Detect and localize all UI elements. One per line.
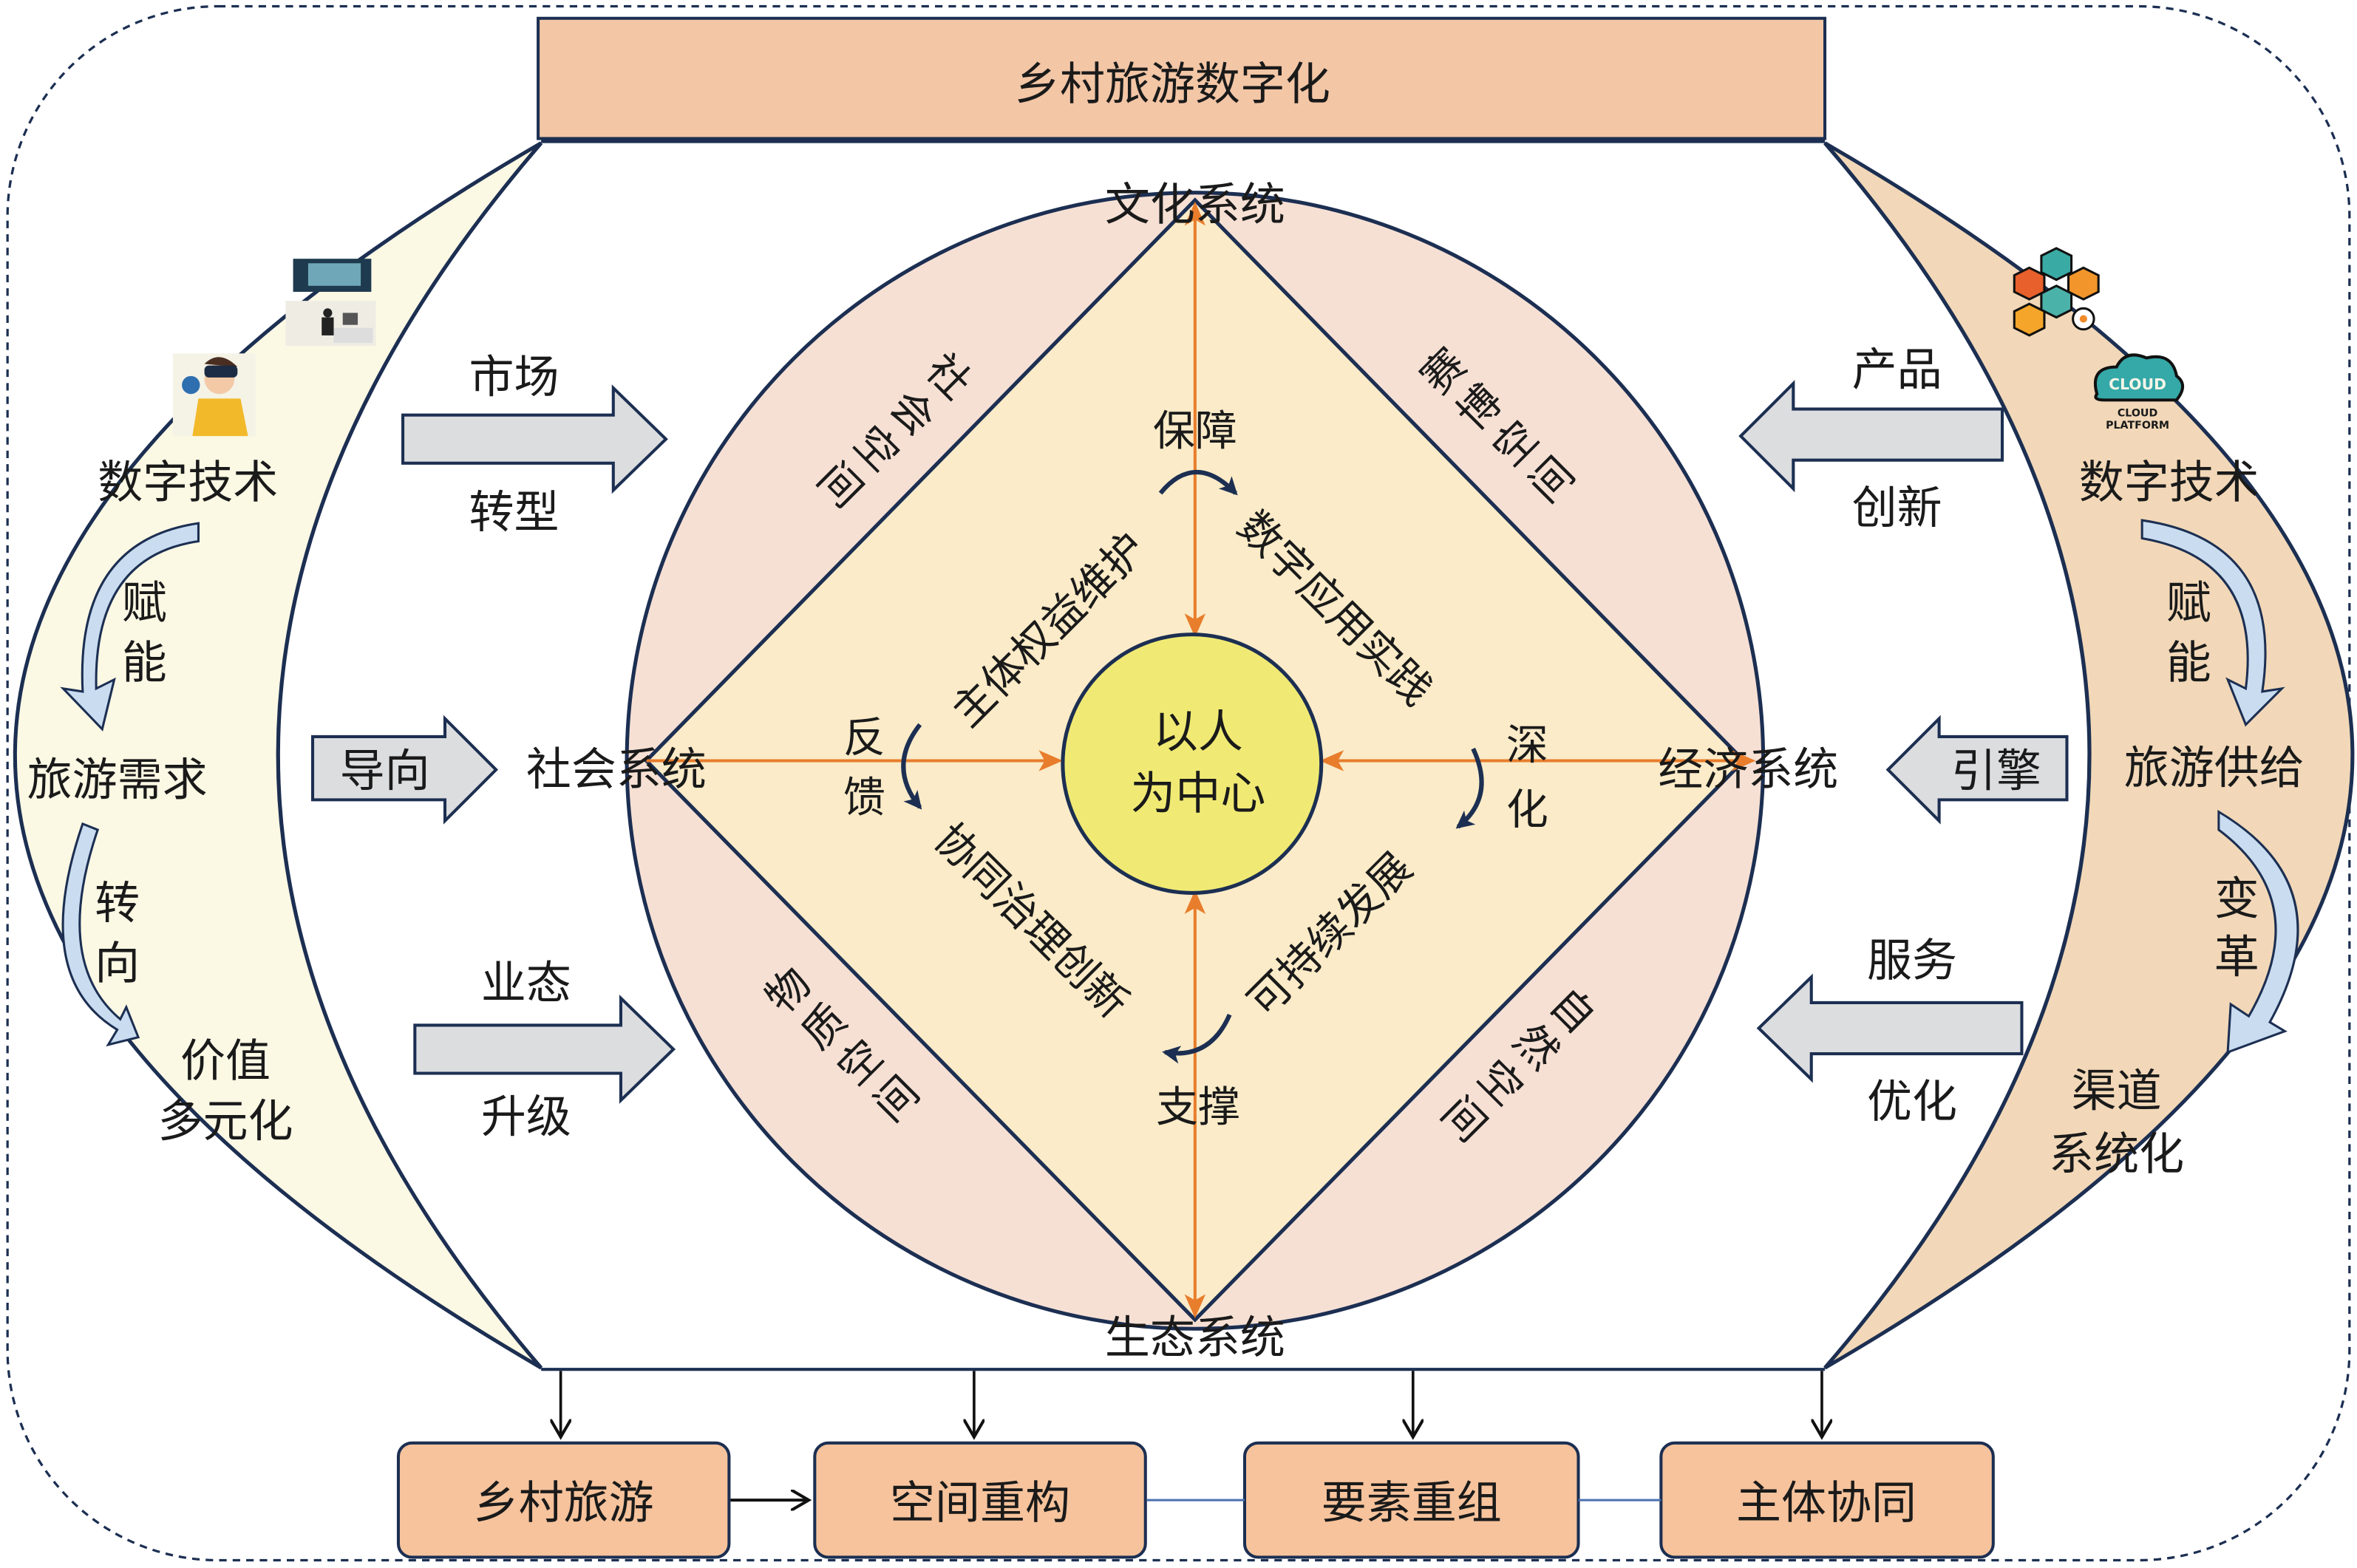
left-value-2: 多元化 <box>158 1095 293 1148</box>
left-empower-2: 能 <box>122 637 167 689</box>
label-innovation: 创新 <box>1852 482 1942 534</box>
output-label: 空间重构 <box>890 1477 1070 1530</box>
label-feedback-2: 馈 <box>843 774 885 822</box>
curved-arrow-empower-left <box>60 522 200 732</box>
right-supply: 旅游供给 <box>2124 742 2305 794</box>
cycle-arrow-top <box>1158 469 1238 496</box>
curved-arrow-empower-right <box>2140 519 2285 727</box>
center-text-2: 为中心 <box>1130 768 1265 820</box>
title-box: 乡村旅游数字化 <box>537 16 1827 140</box>
left-value-1: 价值 <box>180 1035 271 1088</box>
label-format: 业态 <box>481 957 571 1009</box>
label-upgrade: 升级 <box>481 1091 571 1143</box>
cloud-caption-1: CLOUD <box>2118 408 2158 420</box>
label-optimize: 优化 <box>1867 1075 1957 1128</box>
left-demand: 旅游需求 <box>27 754 208 806</box>
vr-tourist-icon <box>172 353 256 437</box>
label-support: 支撑 <box>1156 1083 1240 1132</box>
right-change-1: 变 <box>2214 873 2259 925</box>
left-crescent <box>13 141 543 1370</box>
right-channel-2: 系统化 <box>2049 1128 2184 1181</box>
output-box-factor-reorganization: 要素重组 <box>1242 1441 1580 1559</box>
right-change-2: 革 <box>2214 931 2259 984</box>
label-product: 产品 <box>1852 344 1942 396</box>
cycle-arrow-left <box>901 723 922 810</box>
left-turn-1: 转 <box>95 877 140 930</box>
cycle-arrow-right <box>1455 747 1484 829</box>
left-empower-1: 赋 <box>122 576 167 629</box>
system-culture: 文化系统 <box>1105 178 1285 231</box>
left-turn-2: 向 <box>95 937 140 989</box>
hex-network-icon <box>2013 247 2100 337</box>
left-tech: 数字技术 <box>98 457 278 509</box>
cloud-platform-icon: CLOUD CLOUD PLATFORM <box>2093 353 2185 432</box>
label-market: 市场 <box>469 351 560 403</box>
office-screen-icon <box>285 259 376 347</box>
arrow-format <box>413 995 676 1104</box>
right-empower-1: 赋 <box>2166 576 2211 629</box>
title: 乡村旅游数字化 <box>1015 58 1330 111</box>
arrow-guide: 导向 <box>310 715 499 825</box>
right-tech: 数字技术 <box>2079 457 2259 509</box>
arrow-engine: 引擎 <box>1885 715 2069 825</box>
right-curved-arrows <box>2140 519 2299 1054</box>
output-label: 乡村旅游 <box>474 1477 654 1530</box>
cloud-caption-2: PLATFORM <box>2106 420 2169 432</box>
left-curved-arrows <box>60 522 200 1047</box>
output-box-subject-synergy: 主体协同 <box>1659 1441 1995 1559</box>
right-empower-2: 能 <box>2166 637 2211 689</box>
right-crescent <box>1823 141 2355 1370</box>
label-feedback-1: 反 <box>843 713 885 762</box>
label-engine: 引擎 <box>1951 745 2041 797</box>
curved-arrow-change-right <box>2217 809 2299 1054</box>
curved-arrow-turn-left <box>61 822 140 1047</box>
label-transform: 转型 <box>469 486 560 539</box>
output-label: 主体协同 <box>1736 1477 1916 1530</box>
output-label: 要素重组 <box>1322 1477 1502 1530</box>
cycle-arrows <box>901 469 1484 1064</box>
system-economy: 经济系统 <box>1658 743 1838 796</box>
output-box-space-reconstruction: 空间重构 <box>813 1441 1147 1559</box>
label-deepen-2: 化 <box>1506 785 1548 834</box>
system-society: 社会系统 <box>526 743 707 796</box>
center-text-1: 以人 <box>1153 706 1243 758</box>
label-service: 服务 <box>1867 934 1957 986</box>
cycle-arrow-bottom <box>1162 1013 1232 1064</box>
arrow-market <box>401 384 668 494</box>
system-ecology: 生态系统 <box>1105 1312 1285 1364</box>
arrow-service <box>1756 973 2024 1083</box>
down-arrows <box>561 1371 1822 1436</box>
output-box-rural-tourism: 乡村旅游 <box>396 1441 731 1559</box>
center-circle <box>1061 633 1324 895</box>
label-deepen-1: 深 <box>1506 720 1548 769</box>
label-guarantee: 保障 <box>1153 406 1237 455</box>
right-channel-1: 渠道 <box>2072 1065 2162 1117</box>
cloud-label: CLOUD <box>2109 375 2166 393</box>
orange-axes <box>646 201 1756 1319</box>
arrow-product <box>1738 380 2004 493</box>
label-guide: 导向 <box>340 745 430 797</box>
